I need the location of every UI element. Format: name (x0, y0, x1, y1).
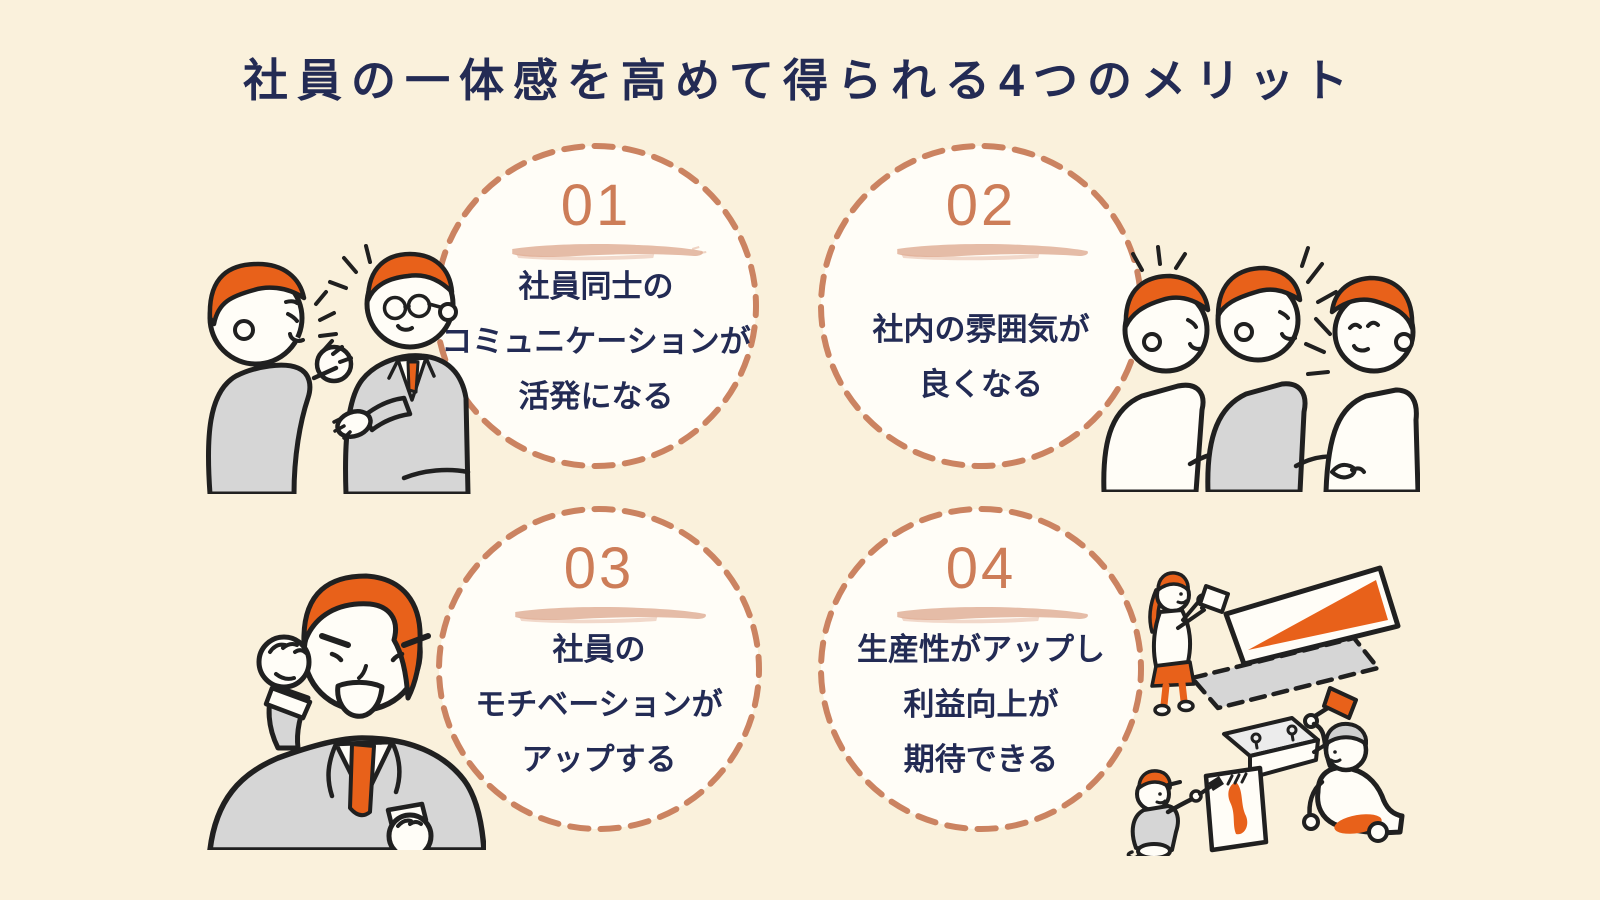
benefit-text: 生産性がアップし 利益向上が 期待できる (814, 622, 1148, 787)
benefit-line: 活発になる (518, 379, 674, 414)
benefit-number: 03 (563, 536, 635, 601)
orange-cap (1137, 769, 1172, 790)
speech-lines (314, 290, 338, 338)
emphasis-lines (1300, 246, 1338, 304)
brush-underline (512, 244, 707, 261)
benefit-line: 社員の (552, 632, 646, 667)
benefit-number: 04 (945, 536, 1017, 601)
two-employees-talking-illustration (205, 244, 471, 494)
motivated-employee-illustration (207, 573, 486, 850)
benefit-text: 社員の モチベーションが アップする (432, 622, 766, 787)
orange-hair (1156, 571, 1190, 592)
benefit-line: アップする (521, 742, 677, 777)
gray-cap (1324, 721, 1369, 746)
benefit-card-1: 01 社員同士の コミュニケーションが 活発になる (429, 139, 763, 473)
page-title: 社員の一体感を高めて得られる4つのメリット (242, 55, 1358, 106)
benefit-line: モチベーションが (475, 687, 723, 722)
team-assembling-panels-illustration (1126, 565, 1405, 856)
emphasis-lines (1304, 317, 1332, 376)
benefit-text: 社員同士の コミュニケーションが 活発になる (429, 259, 763, 424)
mallet-icon (1198, 584, 1230, 614)
brush-underline (515, 607, 706, 624)
benefit-number: 02 (945, 173, 1017, 238)
dashed-circle (436, 506, 762, 832)
orange-hair (1123, 273, 1211, 329)
benefit-card-3: 03 社員の モチベーションが アップする (432, 502, 766, 836)
benefit-line: 社内の雰囲気が (872, 312, 1090, 347)
paint-brush-icon (1208, 776, 1224, 791)
benefit-line: 社員同士の (518, 269, 674, 304)
benefit-number: 01 (560, 173, 632, 238)
three-colleagues-chatting-illustration (1101, 245, 1420, 492)
benefit-line: 生産性がアップし (857, 632, 1105, 667)
dashed-circle (818, 506, 1144, 832)
orange-hair (365, 251, 455, 303)
dashed-panel (1189, 635, 1381, 711)
emphasis-lines (1131, 245, 1187, 272)
orange-hair (301, 573, 423, 701)
dashed-circle (433, 143, 759, 469)
orange-tie (406, 360, 420, 394)
benefit-line: 良くなる (919, 367, 1043, 402)
emphasis-lines (328, 244, 372, 290)
benefit-card-2: 02 社内の雰囲気が 良くなる (814, 139, 1148, 473)
benefit-text: 社内の雰囲気が 良くなる (814, 302, 1148, 412)
orange-hair (1329, 275, 1415, 331)
hammer-icon (1322, 686, 1358, 720)
benefit-line: 期待できる (903, 742, 1059, 777)
orange-hair (207, 261, 307, 327)
benefit-line: コミュニケーションが (441, 324, 751, 359)
brush-underline (897, 607, 1088, 624)
orange-hair (1215, 265, 1303, 319)
benefit-line: 利益向上が (903, 687, 1059, 722)
brush-underline (897, 244, 1088, 261)
orange-tie (348, 742, 376, 818)
benefit-card-4: 04 生産性がアップし 利益向上が 期待できる (814, 502, 1148, 836)
